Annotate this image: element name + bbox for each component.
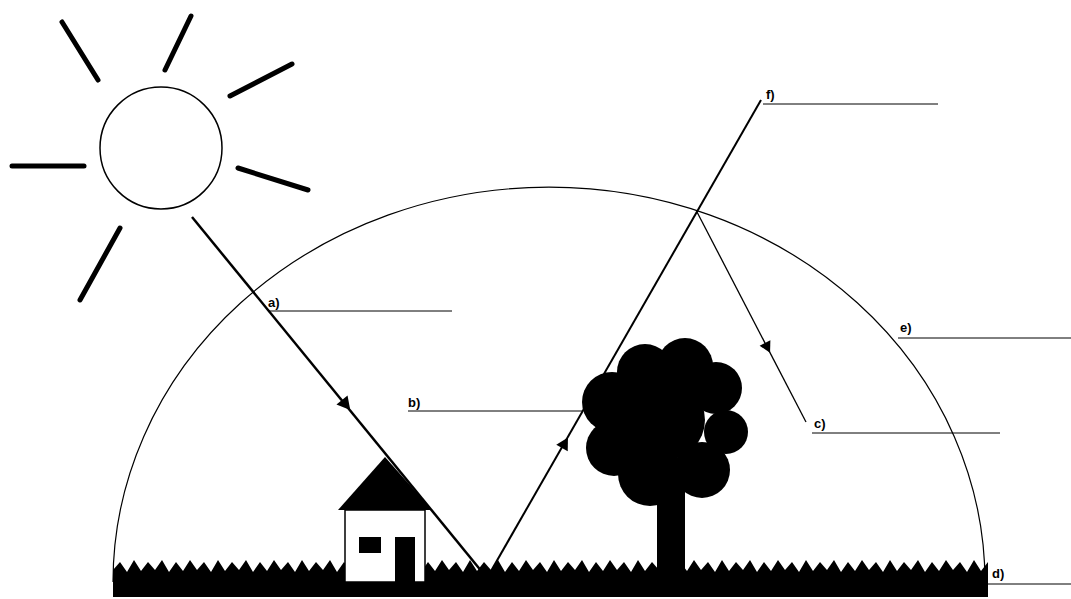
- callout-letter: b): [408, 396, 420, 410]
- label-holder: b): [408, 396, 420, 410]
- house: [338, 457, 432, 582]
- radiation-rays: [192, 100, 806, 578]
- label-holder: e): [900, 321, 912, 335]
- sun-ray: [238, 168, 308, 190]
- house-door: [395, 537, 415, 582]
- house-window: [359, 537, 381, 553]
- sun: [12, 16, 308, 300]
- label-holder: c): [814, 417, 826, 431]
- atmosphere-dome: [113, 187, 985, 582]
- tree: [582, 338, 748, 580]
- sun-ray: [12, 164, 84, 169]
- tree-canopy: [625, 380, 705, 460]
- arrowhead: [556, 438, 568, 452]
- ground: [113, 560, 988, 597]
- house-wall: [345, 510, 425, 582]
- leader-line: [898, 338, 1071, 339]
- sun-ray: [230, 64, 292, 96]
- label-holder: d): [992, 567, 1004, 581]
- sun-ray: [62, 22, 98, 80]
- callout-letter: a): [268, 296, 280, 310]
- callout-letter: c): [814, 417, 826, 431]
- arrowhead: [760, 340, 771, 353]
- leader-line: [268, 311, 452, 312]
- label-holder: a): [268, 296, 280, 310]
- back-radiation-ray: [697, 212, 806, 422]
- house-roof: [338, 457, 432, 510]
- leader-line: [812, 433, 1000, 434]
- sun-disc: [100, 87, 222, 209]
- incoming-ray: [192, 217, 487, 578]
- callout-letter: d): [992, 567, 1004, 581]
- leader-line: [988, 584, 1071, 585]
- arrowhead: [336, 395, 350, 410]
- leader-line: [763, 104, 938, 105]
- label-holder: f): [766, 88, 775, 102]
- leader-line: [408, 411, 583, 412]
- callout-letter: f): [766, 88, 775, 102]
- sun-ray: [80, 228, 120, 300]
- sun-ray: [165, 16, 191, 70]
- callout-letter: e): [900, 321, 912, 335]
- outgoing-ray: [487, 100, 761, 578]
